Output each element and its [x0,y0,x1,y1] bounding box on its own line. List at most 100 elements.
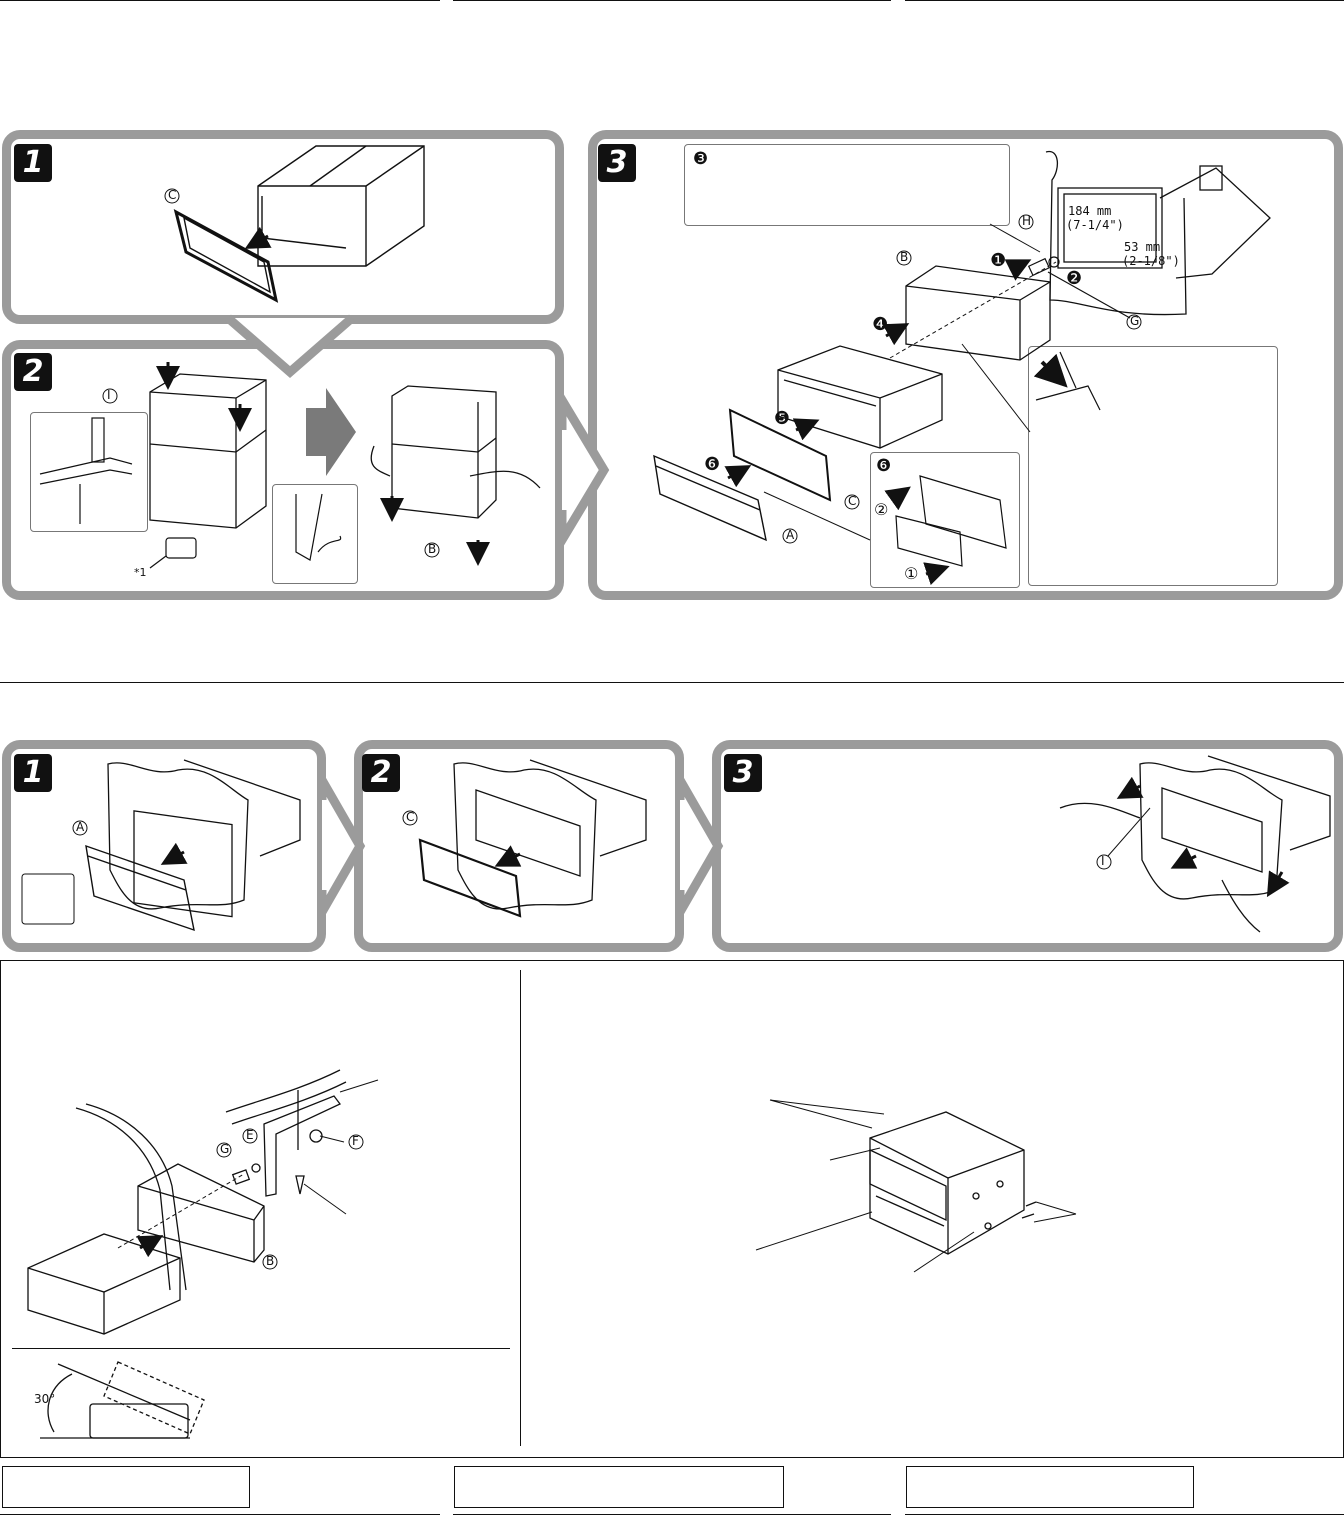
label-g-circle-step3 [1126,314,1142,330]
label-c-circle-step1 [164,188,180,204]
bracket-install-drawing [27,1069,347,1335]
label-c-remove: C [406,810,415,824]
step2-sleeve-drawing [149,373,267,529]
top-rule-left [0,0,440,1]
label-h-step3: H [1022,214,1032,228]
step3-note-marker: ❸ [693,149,709,169]
trim-ring-c-step3 [728,408,832,502]
footer-box-right [906,1466,1194,1508]
side-note-arrow [1033,353,1068,388]
arrow-4-step3 [882,323,910,346]
label-f-circle-bottom [348,1134,364,1150]
label-b-circle-step3 [896,250,912,266]
footer-box-center [454,1466,784,1508]
bottom-vertical-divider [520,970,521,1446]
label-a-circle-remove [72,820,88,836]
callout-leader-inset [763,491,871,541]
remove-step-1-badge: 1 [14,754,52,792]
label-b-step3: B [900,250,909,264]
label-i-remove: I [1101,854,1105,868]
remove-step1-dash [107,759,301,918]
step3-note-box: ❸ [684,144,1010,226]
label-h-circle [1018,214,1034,230]
remove-step-2-badge: 2 [362,754,400,792]
arrow-6-step3 [724,465,752,488]
trim-ring-c-remove [418,838,522,918]
arrow-label-6: ❻ [704,454,721,475]
inset-6-drawing [895,475,1007,567]
bottom-rule-left [0,1514,440,1515]
step1-arrow [244,226,272,249]
arrow-1-step3 [1004,259,1032,281]
label-e-bottom: E [246,1128,254,1142]
remove-step3-arrow-1 [1116,776,1144,799]
install-step-2-badge: 2 [14,353,52,391]
remove-step1-inset [21,873,75,925]
remove-step3-arrow-2 [1170,847,1198,869]
step2-to-3-connector [557,383,610,557]
dashed-align-line [889,261,1057,359]
label-a-remove: A [76,820,85,834]
trim-ring-c [173,209,279,303]
label-e-circle-bottom [242,1128,258,1144]
inset-arrow-2 [884,486,911,511]
substep-1-label: ① [904,564,919,583]
callout-leader-top [989,223,1041,253]
label-g-circle-bottom [216,1142,232,1158]
footnote-marker: *1 [134,566,147,579]
callout-leader-side [961,343,1031,433]
arrow-label-1: ❶ [990,250,1007,271]
remove-step1-arrow [160,842,188,865]
angle-drawing [40,1361,205,1439]
remove-2-to-3-connector [675,763,724,929]
step2-small-part [149,537,197,569]
footer-box-left [2,1466,250,1508]
install-step-1-panel [2,130,564,324]
leader-screws-top [769,1099,885,1129]
inset-step-6-marker: ❻ [876,456,892,476]
label-f-bottom: F [352,1134,359,1148]
label-c-step1: C [168,188,177,202]
install-step-1-badge: 1 [14,144,52,182]
bottom-rule-right [905,1514,1344,1515]
bottom-rule-center [453,1514,891,1515]
leader-screws-right [1033,1201,1077,1223]
label-c-step3: C [848,494,857,508]
label-a-circle-step3 [782,528,798,544]
leader-screw [303,1183,347,1215]
bracket-arrow [136,1235,164,1258]
label-b-bottom: B [266,1254,275,1268]
label-c-circle-remove [402,810,418,826]
top-rule-center [453,0,891,1]
label-c-circle-step3 [844,494,860,510]
inset-arrow-1 [923,562,950,586]
leader-bracket-top [339,1079,379,1093]
bottom-left-divider [12,1348,510,1349]
dimension-width-in: (7-1/4") [1066,218,1124,232]
step2-clip-detail [39,417,133,524]
label-i-circle-remove [1096,854,1112,870]
label-g-step3: G [1130,314,1140,328]
leader-pocket [755,1211,873,1251]
radio-unit-step3 [777,345,943,449]
step2-big-arrow [306,388,356,476]
dimension-height-in: (2-1/8") [1122,254,1180,268]
label-a-step3: A [786,528,795,542]
remove-step-3-panel [712,740,1343,952]
remove-1-to-2-connector [317,763,366,929]
step2-tab-detail [295,493,342,561]
label-i-step2: I [107,388,111,402]
dimension-height-mm: 53 mm [1124,240,1161,254]
faceplate-a-step3 [653,454,767,542]
leader-bottom [913,1231,975,1273]
bolt-h-g [1027,256,1131,319]
remove-step3-leader [1107,807,1151,857]
remove-step2-dash [453,759,647,910]
remove-step-3-badge: 3 [724,754,762,792]
remove-step3-arrow-3 [1266,870,1290,898]
top-rule-right [905,0,1344,1]
remove-step2-arrow [494,845,522,867]
